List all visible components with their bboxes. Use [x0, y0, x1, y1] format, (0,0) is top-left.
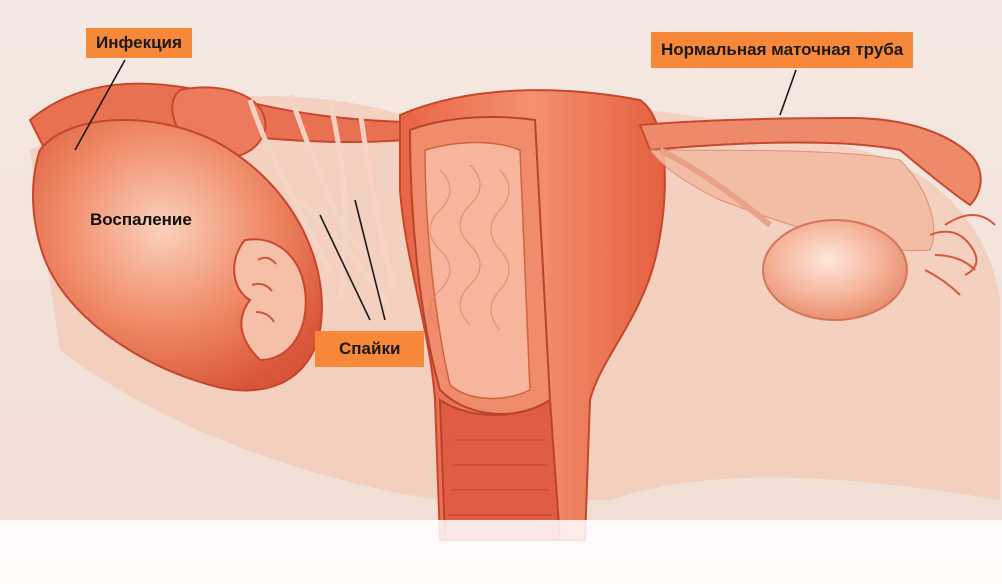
label-adhesions: Спайки: [315, 331, 424, 367]
cervical-canal: [440, 400, 560, 540]
right-ovary-normal: [763, 220, 907, 320]
label-normal-tube: Нормальная маточная труба: [651, 32, 913, 68]
label-infection: Инфекция: [86, 28, 192, 58]
label-inflammation: Воспаление: [80, 205, 202, 235]
bottom-fade: [0, 520, 1002, 584]
